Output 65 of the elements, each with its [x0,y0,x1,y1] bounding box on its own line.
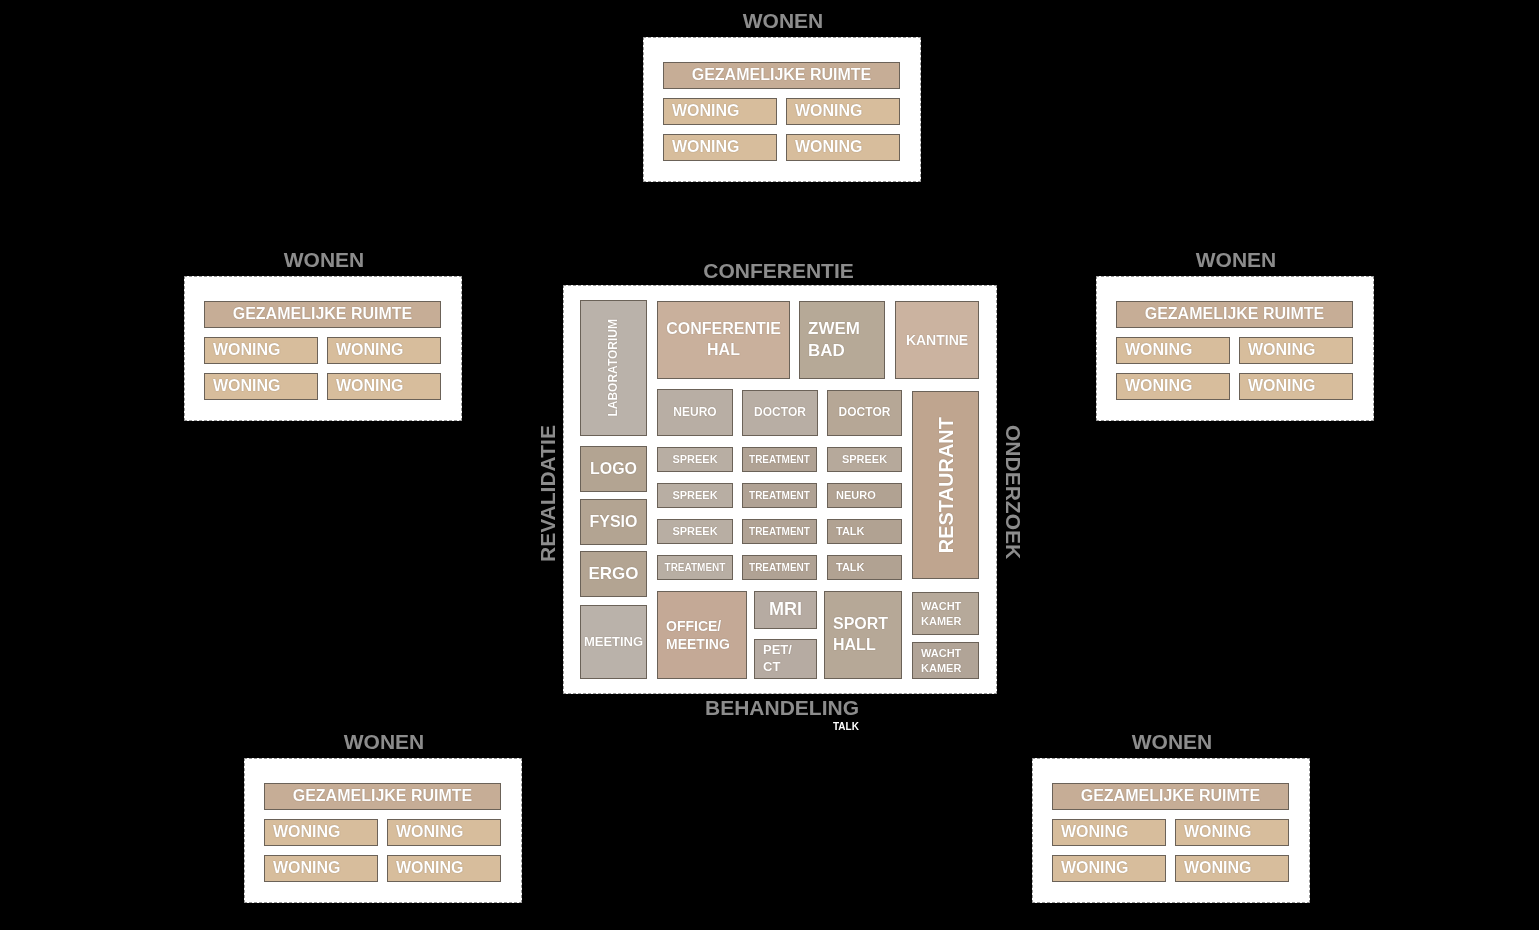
room-block: KANTINE [895,301,979,379]
room-block: WACHT KAMER [912,642,979,679]
room-block: RESTAURANT [912,391,979,579]
zone-heading: WONEN [1194,248,1278,272]
room-block: WONING [1175,855,1289,882]
room-block: MEETING [580,605,647,679]
room-block: LABORATORIUM [580,300,647,436]
room-block: FYSIO [580,499,647,545]
room-block: WONING [264,819,378,846]
room-block: WONING [327,373,441,400]
room-block: NEURO [657,389,733,436]
room-block: WONING [786,98,900,125]
room-block: WONING [1116,373,1230,400]
note-text: TALK [833,721,859,732]
room-block: SPREEK [657,447,733,472]
room-block: WONING [264,855,378,882]
room-block: GEZAMELIJKE RUIMTE [204,301,441,328]
room-block: TALK [827,519,902,544]
room-block: WONING [786,134,900,161]
room-block: ZWEM BAD [799,301,885,379]
room-block: DOCTOR [827,390,902,436]
room-block: LOGO [580,446,647,492]
room-block: WONING [1052,855,1166,882]
room-block: GEZAMELIJKE RUIMTE [1052,783,1289,810]
zone-heading: ONDERZOEK [1001,423,1025,562]
room-block: GEZAMELIJKE RUIMTE [663,62,900,89]
room-block: PET/ CT [754,639,817,679]
room-block: TREATMENT [742,519,817,544]
room-block: WONING [663,98,777,125]
room-block: DOCTOR [742,390,818,436]
room-block: WONING [1052,819,1166,846]
room-block: WACHT KAMER [912,592,979,635]
room-block: WONING [327,337,441,364]
room-block: CONFERENTIE HAL [657,301,790,379]
room-block: SPREEK [657,519,733,544]
room-block: WONING [1239,373,1353,400]
room-block: SPORT HALL [824,591,902,679]
room-block: WONING [204,337,318,364]
room-block: WONING [1175,819,1289,846]
room-block: GEZAMELIJKE RUIMTE [264,783,501,810]
room-block: WONING [387,819,501,846]
zone-heading: WONEN [282,248,366,272]
room-block: TREATMENT [742,447,817,472]
room-block: OFFICE/ MEETING [657,591,747,679]
zone-heading: REVALIDATIE [536,424,560,564]
room-block: SPREEK [827,447,902,472]
room-block: WONING [663,134,777,161]
zone-heading: WONEN [1130,730,1214,754]
room-block: MRI [754,591,817,629]
zone-heading: BEHANDELING [704,696,860,720]
zone-heading: WONEN [342,730,426,754]
room-block: GEZAMELIJKE RUIMTE [1116,301,1353,328]
room-block: WONING [1116,337,1230,364]
room-block: WONING [387,855,501,882]
room-block: TREATMENT [657,555,733,580]
room-block: TREATMENT [742,555,817,580]
room-block: SPREEK [657,483,733,508]
room-block: NEURO [827,483,902,508]
zone-heading: CONFERENTIE [702,259,855,283]
room-block: ERGO [580,551,647,597]
zone-heading: WONEN [741,9,825,33]
room-block: TREATMENT [742,483,817,508]
room-block: TALK [827,555,902,580]
room-block: WONING [204,373,318,400]
room-block: WONING [1239,337,1353,364]
